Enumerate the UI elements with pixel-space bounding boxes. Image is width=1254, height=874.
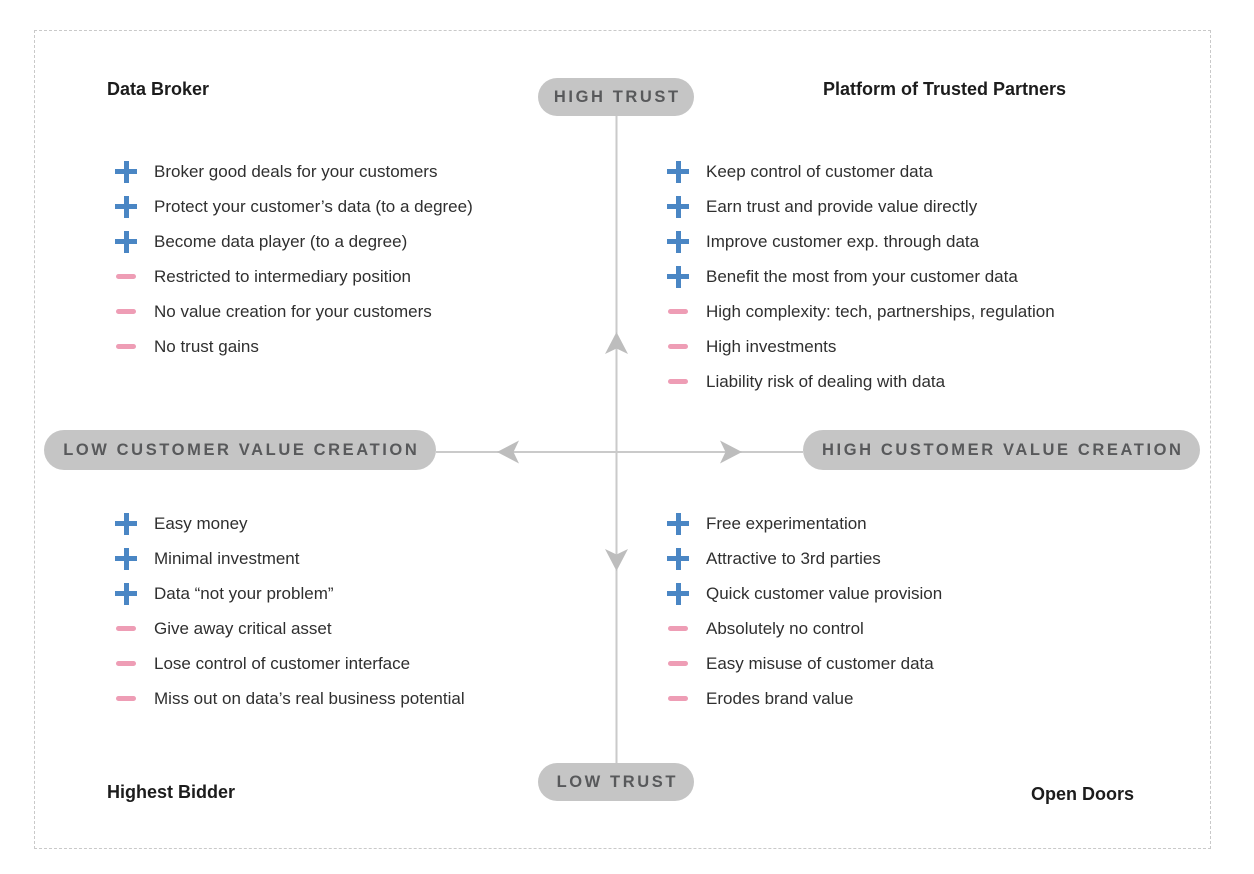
list-item: High complexity: tech, partnerships, reg… xyxy=(667,294,1055,329)
quadrant-list-data-broker: Broker good deals for your customers Pro… xyxy=(115,154,473,364)
item-label: Easy misuse of customer data xyxy=(706,653,934,673)
item-label: Data “not your problem” xyxy=(154,583,334,603)
plus-icon xyxy=(115,195,137,218)
plus-icon xyxy=(667,582,689,605)
item-label: Lose control of customer interface xyxy=(154,653,411,673)
list-item: High investments xyxy=(667,329,1055,364)
item-label: No trust gains xyxy=(154,336,259,356)
item-label: Free experimentation xyxy=(706,513,867,533)
list-item: Give away critical asset xyxy=(115,611,465,646)
list-item: Miss out on data’s real business potenti… xyxy=(115,681,465,716)
list-item: Data “not your problem” xyxy=(115,576,465,611)
quadrant-title-platform-of-trusted-partners: Platform of Trusted Partners xyxy=(823,79,1067,99)
list-item: Earn trust and provide value directly xyxy=(667,189,1055,224)
minus-icon xyxy=(115,653,137,675)
plus-icon xyxy=(115,160,137,183)
minus-icon xyxy=(115,336,137,358)
list-item: Quick customer value provision xyxy=(667,576,942,611)
item-label: No value creation for your customers xyxy=(154,301,432,321)
list-item: Free experimentation xyxy=(667,506,942,541)
plus-icon xyxy=(115,230,137,253)
item-label: Keep control of customer data xyxy=(706,161,933,181)
plus-icon xyxy=(667,265,689,288)
list-item: No trust gains xyxy=(115,329,473,364)
item-label: Become data player (to a degree) xyxy=(154,231,408,251)
item-label: Quick customer value provision xyxy=(706,583,943,603)
item-label: Miss out on data’s real business potenti… xyxy=(154,688,465,708)
quadrant-list-open-doors: Free experimentation Attractive to 3rd p… xyxy=(667,506,942,716)
axis-label-high-trust: HIGH TRUST xyxy=(538,78,694,116)
plus-icon xyxy=(115,512,137,535)
minus-icon xyxy=(115,266,137,288)
list-item: Broker good deals for your customers xyxy=(115,154,473,189)
left-arrowhead-icon xyxy=(497,440,519,464)
plus-icon xyxy=(667,512,689,535)
plus-icon xyxy=(667,230,689,253)
minus-icon xyxy=(667,301,689,323)
list-item: Easy money xyxy=(115,506,465,541)
up-arrowhead-icon xyxy=(605,332,628,354)
list-item: Liability risk of dealing with data xyxy=(667,364,1055,399)
axis-label-low-trust: LOW TRUST xyxy=(538,763,694,801)
item-label: Liability risk of dealing with data xyxy=(706,371,946,391)
minus-icon xyxy=(667,371,689,393)
list-item: Restricted to intermediary position xyxy=(115,259,473,294)
quadrant-title-data-broker: Data Broker xyxy=(107,79,210,99)
item-label: Easy money xyxy=(154,513,248,533)
down-arrowhead-icon xyxy=(605,549,628,571)
item-label: Absolutely no control xyxy=(706,618,864,638)
quadrant-list-highest-bidder: Easy money Minimal investment Data “not … xyxy=(115,506,465,716)
plus-icon xyxy=(115,582,137,605)
minus-icon xyxy=(667,688,689,710)
item-label: Erodes brand value xyxy=(706,688,854,708)
quadrant-title-open-doors: Open Doors xyxy=(1031,784,1135,804)
minus-icon xyxy=(115,618,137,640)
minus-icon xyxy=(115,301,137,323)
list-item: Improve customer exp. through data xyxy=(667,224,1055,259)
item-label: Minimal investment xyxy=(154,548,300,568)
minus-icon xyxy=(667,336,689,358)
item-label: Restricted to intermediary position xyxy=(154,266,412,286)
list-item: Lose control of customer interface xyxy=(115,646,465,681)
list-item: Erodes brand value xyxy=(667,681,942,716)
quadrant-title-highest-bidder: Highest Bidder xyxy=(107,782,236,802)
list-item: Attractive to 3rd parties xyxy=(667,541,942,576)
list-item: Minimal investment xyxy=(115,541,465,576)
plus-icon xyxy=(667,160,689,183)
list-item: Benefit the most from your customer data xyxy=(667,259,1055,294)
dashed-border-frame xyxy=(34,30,1211,849)
item-label: Broker good deals for your customers xyxy=(154,161,438,181)
plus-icon xyxy=(115,547,137,570)
minus-icon xyxy=(115,688,137,710)
item-label: Earn trust and provide value directly xyxy=(706,196,978,216)
quadrant-list-platform-of-trusted-partners: Keep control of customer data Earn trust… xyxy=(667,154,1055,399)
item-label: Improve customer exp. through data xyxy=(706,231,980,251)
list-item: Absolutely no control xyxy=(667,611,942,646)
list-item: Protect your customer’s data (to a degre… xyxy=(115,189,473,224)
list-item: Become data player (to a degree) xyxy=(115,224,473,259)
item-label: Attractive to 3rd parties xyxy=(706,548,881,568)
minus-icon xyxy=(667,618,689,640)
item-label: High investments xyxy=(706,336,837,356)
item-label: Give away critical asset xyxy=(154,618,332,638)
list-item: No value creation for your customers xyxy=(115,294,473,329)
list-item: Keep control of customer data xyxy=(667,154,1055,189)
minus-icon xyxy=(667,653,689,675)
axis-label-low-customer-value: LOW CUSTOMER VALUE CREATION xyxy=(44,430,436,470)
plus-icon xyxy=(667,195,689,218)
list-item: Easy misuse of customer data xyxy=(667,646,942,681)
right-arrowhead-icon xyxy=(720,440,742,464)
item-label: High complexity: tech, partnerships, reg… xyxy=(706,301,1055,321)
axis-label-high-customer-value: HIGH CUSTOMER VALUE CREATION xyxy=(803,430,1200,470)
plus-icon xyxy=(667,547,689,570)
item-label: Benefit the most from your customer data xyxy=(706,266,1018,286)
item-label: Protect your customer’s data (to a degre… xyxy=(154,196,473,216)
